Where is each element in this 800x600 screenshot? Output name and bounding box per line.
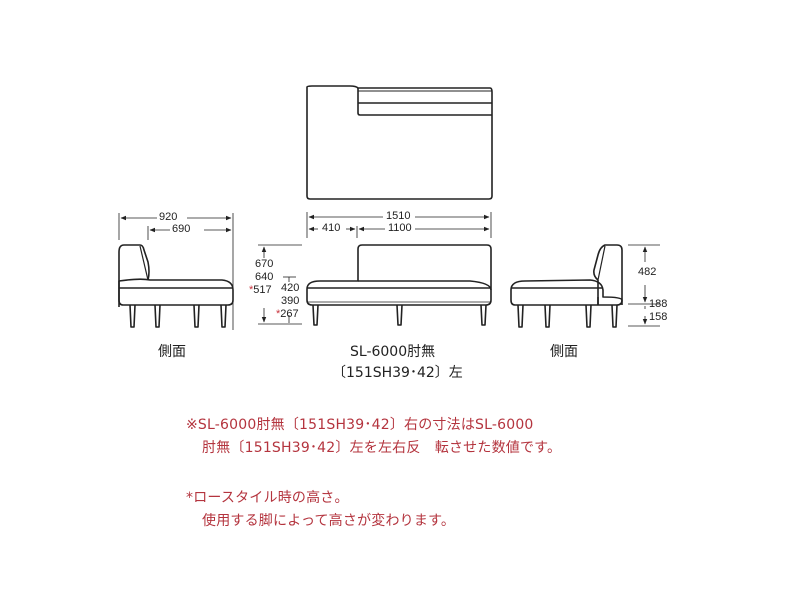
dim-seat-390: 390: [281, 295, 300, 307]
dim-overall-width: 1510: [386, 210, 411, 222]
front-view: [306, 244, 492, 326]
caption-right-side: 側面: [550, 344, 578, 360]
dim-height-670: 670: [255, 258, 274, 270]
top-view: [306, 85, 493, 200]
dim-seat-height-188: 188: [649, 298, 668, 310]
note-mirror-line1: ※SL-6000肘無〔151SH39･42〕右の寸法はSL-6000: [186, 417, 534, 433]
dim-height-517: *517: [249, 284, 272, 296]
dim-leg-height-158: 158: [649, 311, 668, 323]
note-low-style-line2: 使用する脚によって高さが変わります。: [202, 513, 456, 529]
dim-seat-267: *267: [276, 308, 299, 320]
dim-arm-section: 410: [322, 222, 341, 234]
note-mirror-line2: 肘無〔151SH39･42〕左を左右反 転させた数値です。: [202, 440, 562, 456]
caption-front-variant: 〔151SH39･42〕左: [332, 365, 463, 381]
dim-back-section: 1100: [388, 222, 412, 234]
dim-height-640: 640: [255, 271, 274, 283]
caption-left-side: 側面: [158, 344, 186, 360]
dim-back-height-482: 482: [638, 266, 657, 278]
left-side-view: [118, 244, 234, 328]
right-side-view: [510, 244, 623, 328]
note-low-style-line1: *ロースタイル時の高さ。: [186, 490, 349, 506]
dim-overall-depth-left: 920: [159, 211, 178, 223]
dim-seat-420: 420: [281, 282, 300, 294]
dim-seat-depth-left: 690: [172, 223, 191, 235]
caption-front-model: SL-6000肘無: [350, 344, 436, 360]
